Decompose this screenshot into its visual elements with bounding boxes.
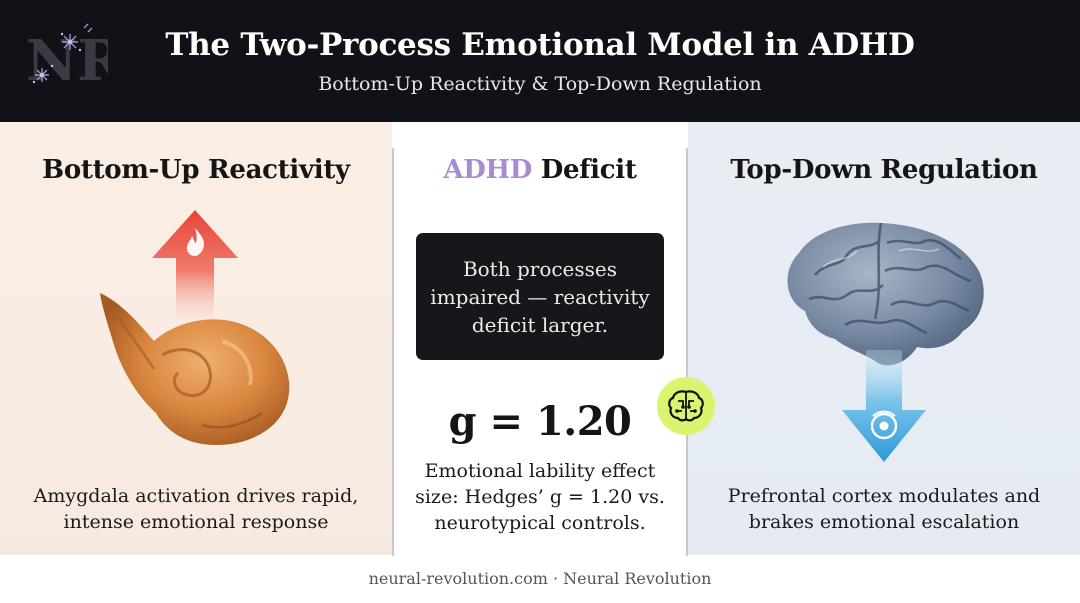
adhd-deficit-heading: ADHD Deficit (443, 155, 637, 185)
brake-down-arrow-icon (840, 350, 928, 462)
nr-logo-icon: NR (22, 20, 108, 96)
effect-size-value: g = 1.20 (448, 398, 632, 445)
brain-icon (775, 215, 990, 375)
column-divider (686, 148, 688, 556)
page-subtitle: Bottom-Up Reactivity & Top-Down Regulati… (318, 73, 762, 95)
amygdala-icon (92, 285, 297, 450)
footer-source-text: neural-revolution.com · Neural Revolutio… (368, 569, 712, 588)
top-down-caption: Prefrontal cortex modulates and brakes e… (727, 485, 1041, 533)
bottom-up-heading: Bottom-Up Reactivity (42, 155, 350, 185)
column-divider (392, 148, 394, 556)
top-down-heading: Top-Down Regulation (730, 155, 1038, 185)
bottom-up-caption: Amygdala activation drives rapid, intens… (33, 485, 359, 533)
deficit-summary-box: Both processes impaired — reactivity def… (416, 233, 664, 360)
deficit-caption: Emotional lability effect size: Hedges’ … (415, 460, 665, 534)
brain-circuit-badge-icon (657, 377, 715, 435)
flame-up-arrow-icon (150, 208, 240, 320)
page-title: The Two-Process Emotional Model in ADHD (165, 27, 915, 63)
header-banner: NR The Two-Process Emotional Model in AD… (0, 0, 1080, 122)
footer (0, 556, 1080, 603)
